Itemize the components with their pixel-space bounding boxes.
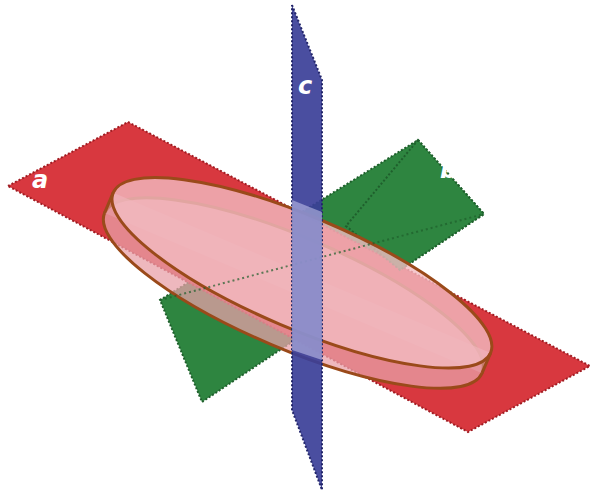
plane-label: b xyxy=(440,158,457,182)
plane-c xyxy=(292,5,322,490)
plane-c-through-disk xyxy=(292,200,322,360)
plane-label: a xyxy=(32,168,48,192)
plane-label: c xyxy=(298,74,312,98)
